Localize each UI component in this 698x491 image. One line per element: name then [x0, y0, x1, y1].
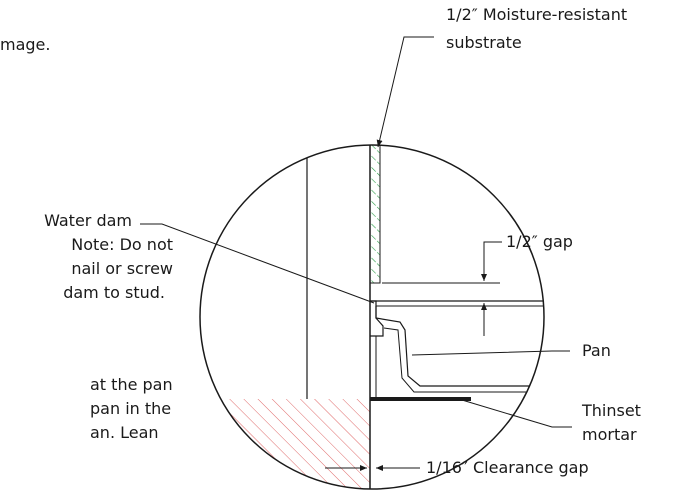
pan-body-inner [383, 327, 544, 393]
thinset-label-1: Thinset [582, 401, 641, 420]
bg-text-bottom-1: at the pan [90, 375, 173, 394]
thinset-leader [461, 399, 572, 428]
water-dam-label-2: Note: Do not [71, 235, 173, 254]
pan-body [375, 306, 544, 387]
water-dam-leader [140, 223, 375, 304]
bg-text-bottom-2: pan in the [90, 399, 172, 418]
bg-text-bottom-3: an. Lean [90, 423, 159, 442]
detail-circle [199, 144, 545, 490]
gap-leader [481, 241, 502, 281]
bg-text-top: mage. [0, 35, 51, 54]
water-dam-label-3: nail or screw [71, 259, 173, 278]
thinset-mortar [370, 397, 471, 401]
floor-hatch [200, 399, 370, 489]
substrate-leader [376, 36, 434, 148]
half-gap-label: 1/2″ gap [506, 232, 573, 251]
wall-top-line [379, 145, 544, 181]
pan-leader [411, 350, 570, 356]
water-dam-label-1: Water dam [44, 211, 132, 230]
clearance-gap-label: 1/16″ Clearance gap [426, 458, 589, 477]
water-dam [370, 300, 384, 337]
water-dam-label-4: dam to stud. [63, 283, 165, 302]
substrate-label-2: substrate [446, 33, 522, 52]
pan-label: Pan [582, 341, 611, 360]
thinset-label-2: mortar [582, 425, 637, 444]
substrate-label-1: 1/2″ Moisture-resistant [446, 5, 628, 24]
substrate-panel [369, 145, 381, 284]
